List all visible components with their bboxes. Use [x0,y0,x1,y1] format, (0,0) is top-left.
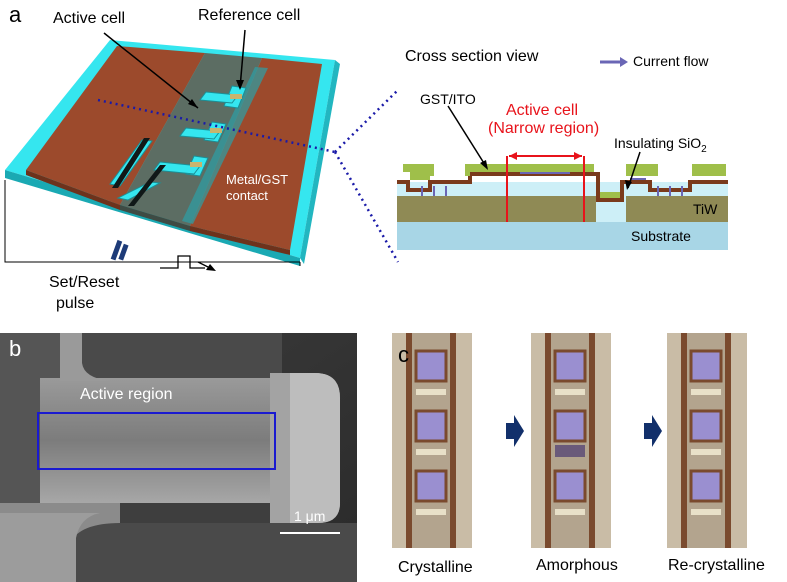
gst-ito-pointer [447,105,488,169]
set-reset-label: Set/Reset [49,274,120,291]
projection-line-bottom [333,151,400,263]
active-cell-pointer [103,32,199,109]
left-metal-pad [26,46,205,205]
pulse-label: pulse [56,295,95,312]
gst-ito-label: GST/ITO [420,91,476,107]
cs-sio2-layer [397,182,728,196]
cs-narrow-region-label: (Narrow region) [488,120,600,137]
micrograph-amorphous [531,333,611,548]
reference-cell-label: Reference cell [198,7,301,24]
cs-span-right-head [574,152,582,160]
cell-shadow-strips [112,138,166,206]
current-flow-label: Current flow [633,53,709,69]
reference-cell-pointer-head [236,80,244,90]
micrograph-crystalline [392,333,472,548]
active-cell-label: Active cell [53,10,126,27]
right-metal-pad-edge [190,226,290,255]
pulse-waveform-icon [160,255,216,271]
panel-b-letter: b [9,336,22,361]
pulse-circuit-wire [4,180,300,263]
insulating-pointer-head [625,180,632,190]
micrograph-amorphous-svg [531,333,611,548]
cross-section [397,57,728,250]
sem-graphics [0,333,357,582]
cross-section-title: Cross section view [405,48,539,65]
panel-a-letter: a [9,2,22,27]
gst-strip-edge [120,205,190,231]
cs-active-cell-label: Active cell [506,102,579,119]
metal-gst-contact-label-1: Metal/GST [226,172,289,187]
cs-gst-right [626,164,658,176]
insulating-text: Insulating SiO [614,135,702,151]
active-region-label: Active region [80,386,173,403]
insulating-sio2-label: Insulating SiO2 [614,136,707,155]
state-label-crystalline: Crystalline [398,559,473,576]
sem-image [0,333,357,582]
panel-c-letter: c [398,342,409,367]
cs-tiw-layer [397,196,728,222]
active-region-box [37,412,276,470]
cs-gst-trench [600,192,620,198]
right-metal-pad [190,58,322,250]
cs-gst-layer [403,164,594,180]
cell-contacts [190,94,242,167]
tiw-label: TiW [693,201,718,217]
cs-current-arrows [421,172,683,196]
micrograph-crystalline-svg [392,333,472,548]
battery-icon [110,239,129,261]
current-flow-legend-head [620,57,628,67]
substrate-label: Substrate [631,228,691,244]
micrograph-recrystalline [667,333,747,548]
state-label-recrystalline: Re-crystalline [668,557,765,574]
state-label-amorphous: Amorphous [536,557,618,574]
cs-span-left-head [509,152,517,160]
active-cell-pointer-head [188,99,198,108]
gst-ito-pointer-head [480,160,488,170]
reference-cell-pointer [239,29,246,89]
left-metal-pad-edge [26,170,120,210]
cs-substrate-layer [397,222,728,250]
cs-gst-right2 [692,164,726,176]
micrograph-recrystalline-svg [667,333,747,548]
right-metal-pad-rim [182,67,268,224]
scale-bar-label: 1 μm [294,508,326,524]
device-substrate-right-side [300,60,340,264]
projection-line-top [334,89,399,153]
insulating-subscript: 2 [701,143,707,155]
cross-section-line [97,98,336,154]
metal-gst-contact-label-2: contact [226,188,268,203]
